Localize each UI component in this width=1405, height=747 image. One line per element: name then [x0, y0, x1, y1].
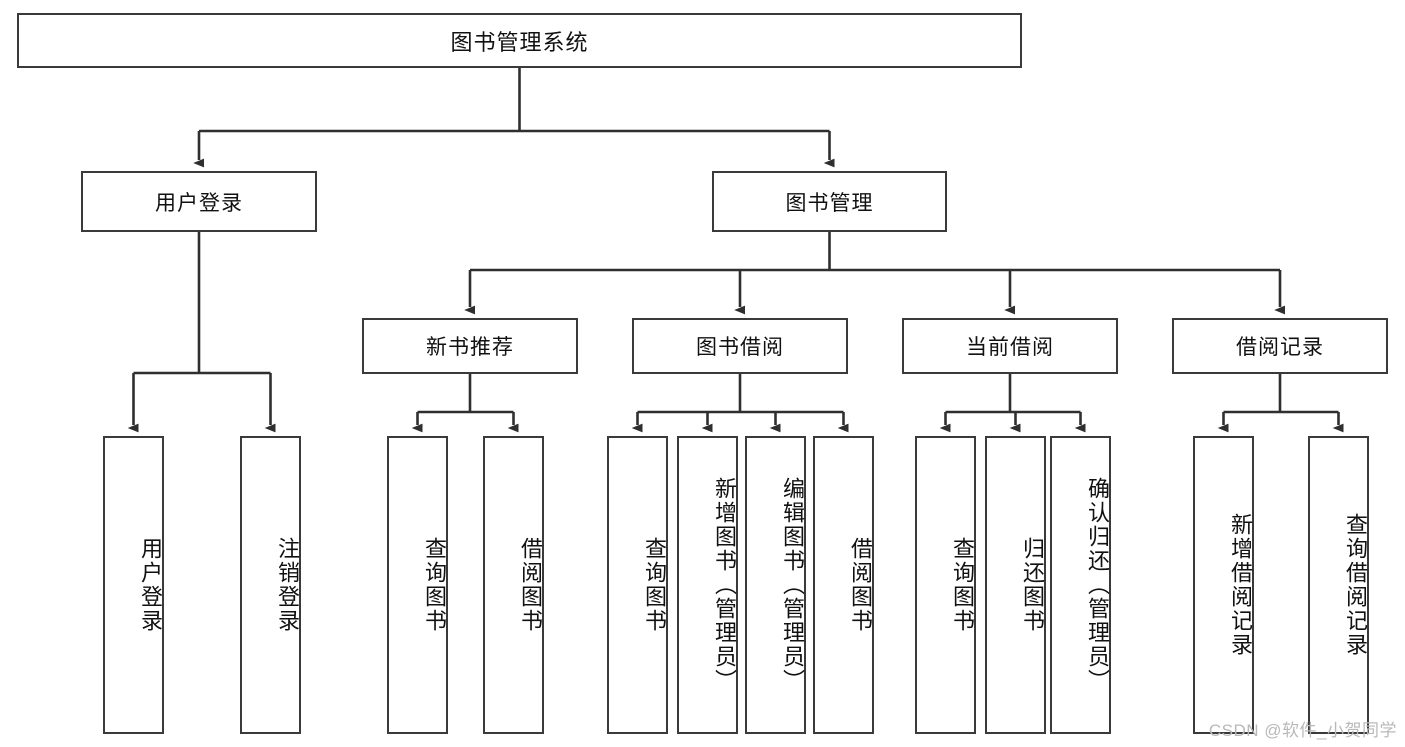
csdn-watermark: CSDN @软件_小贺同学 — [1208, 721, 1397, 740]
leaf-query-borrow-record[interactable]: 查询借阅记录 — [1308, 436, 1369, 734]
node-new-book-recommend[interactable]: 新书推荐 — [362, 318, 578, 374]
leaf-borrow-book[interactable]: 借阅图书 — [813, 436, 874, 734]
node-root[interactable]: 图书管理系统 — [17, 13, 1022, 68]
node-borrow-record[interactable]: 借阅记录 — [1172, 318, 1388, 374]
leaf-add-book-admin[interactable]: 新增图书（管理员） — [677, 436, 738, 734]
leaf-query-book-borrow[interactable]: 查询图书 — [607, 436, 668, 734]
leaf-edit-book-admin[interactable]: 编辑图书（管理员） — [745, 436, 806, 734]
leaf-query-book-cur[interactable]: 查询图书 — [915, 436, 976, 734]
leaf-query-book-rec[interactable]: 查询图书 — [387, 436, 448, 734]
leaf-return-book[interactable]: 归还图书 — [985, 436, 1046, 734]
node-user-login[interactable]: 用户登录 — [81, 171, 317, 232]
leaf-logout-login[interactable]: 注销登录 — [240, 436, 301, 734]
leaf-user-login[interactable]: 用户登录 — [103, 436, 164, 734]
node-current-borrow[interactable]: 当前借阅 — [902, 318, 1118, 374]
node-book-borrow[interactable]: 图书借阅 — [632, 318, 848, 374]
leaf-confirm-return-admin[interactable]: 确认归还（管理员） — [1050, 436, 1111, 734]
node-book-management[interactable]: 图书管理 — [712, 171, 947, 232]
leaf-borrow-book-rec[interactable]: 借阅图书 — [483, 436, 544, 734]
leaf-add-borrow-record[interactable]: 新增借阅记录 — [1193, 436, 1254, 734]
